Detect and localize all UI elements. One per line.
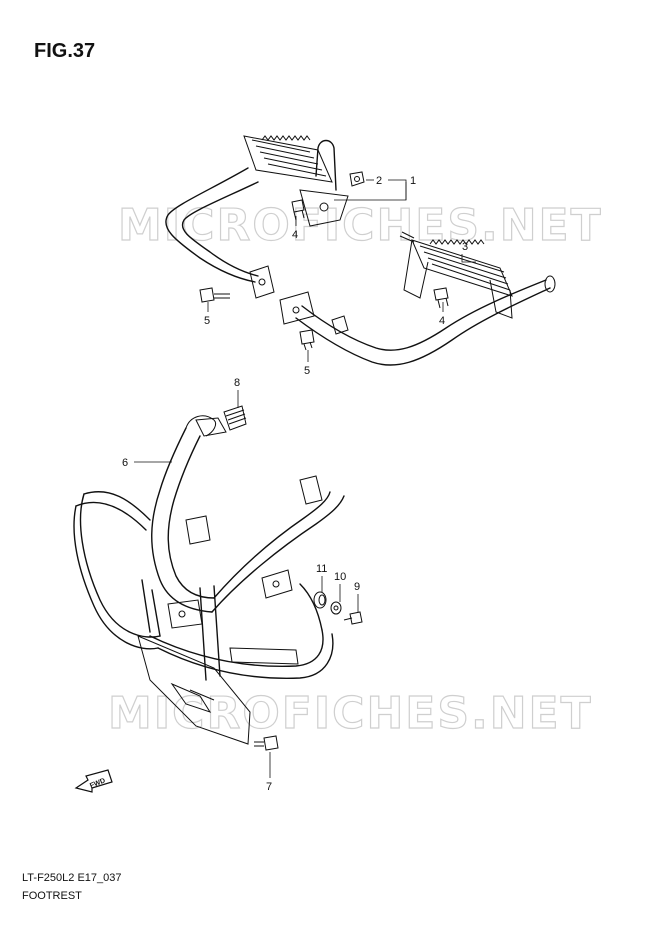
callout-6[interactable]: 6 bbox=[122, 457, 128, 469]
fwd-arrow-icon: FWD bbox=[74, 769, 113, 793]
watermark-bottom: MICROFICHES.NET bbox=[108, 688, 593, 739]
callout-8[interactable]: 8 bbox=[234, 377, 240, 389]
callout-9[interactable]: 9 bbox=[354, 581, 360, 593]
callout-4-right[interactable]: 4 bbox=[439, 315, 445, 327]
section-name: FOOTREST bbox=[22, 890, 82, 902]
bolt-5-left[interactable] bbox=[199, 287, 230, 303]
right-footrest-bar[interactable] bbox=[279, 231, 556, 366]
bolt-5-right[interactable] bbox=[299, 329, 315, 351]
callout-1[interactable]: 1 bbox=[410, 175, 416, 187]
washer-10[interactable] bbox=[330, 601, 342, 615]
diagram-code: LT-F250L2 E17_037 bbox=[22, 872, 122, 884]
callout-2[interactable]: 2 bbox=[376, 175, 382, 187]
left-footrest-bar[interactable] bbox=[165, 135, 349, 299]
watermark-top: MICROFICHES.NET bbox=[118, 200, 603, 251]
callout-11[interactable]: 11 bbox=[316, 563, 327, 575]
nut-2[interactable] bbox=[349, 171, 365, 187]
cushion-11[interactable] bbox=[313, 591, 327, 609]
callout-5-right[interactable]: 5 bbox=[304, 365, 310, 377]
bolt-7[interactable] bbox=[254, 735, 279, 751]
callout-7[interactable]: 7 bbox=[266, 781, 272, 793]
figure-title: FIG.37 bbox=[34, 40, 96, 62]
callout-4-left[interactable]: 4 bbox=[292, 229, 298, 241]
front-guard[interactable] bbox=[73, 415, 345, 745]
callout-5-left[interactable]: 5 bbox=[204, 315, 210, 327]
bolt-4-right[interactable] bbox=[433, 287, 449, 309]
callout-10[interactable]: 10 bbox=[334, 571, 346, 583]
bolt-9[interactable] bbox=[343, 611, 363, 625]
grommet-8[interactable] bbox=[223, 405, 247, 431]
callout-3[interactable]: 3 bbox=[462, 241, 468, 253]
